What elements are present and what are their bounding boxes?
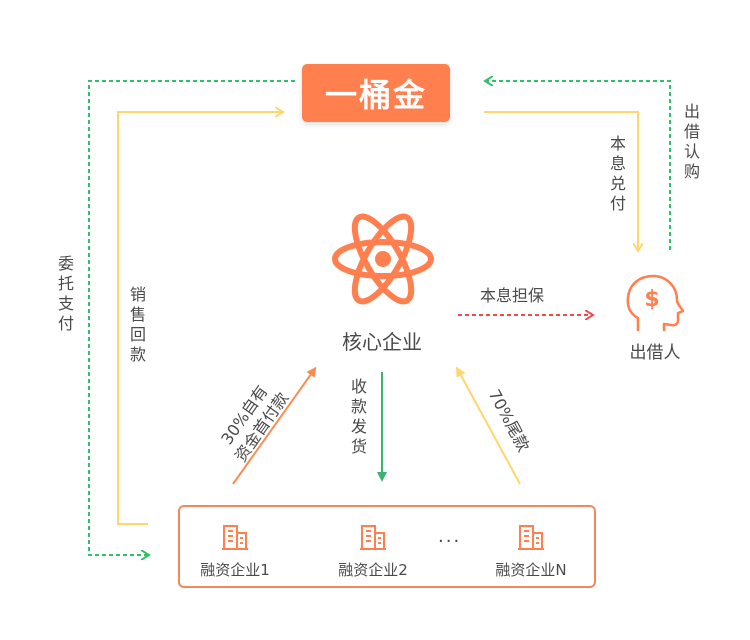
enterprise-label: 融资企业2 <box>338 561 408 579</box>
ellipsis: ··· <box>438 531 462 552</box>
principal-interest-guarantee-label: 本息担保 <box>480 286 545 305</box>
building-icon <box>360 525 386 550</box>
entrusted-payment-line <box>88 80 295 555</box>
logo-box: 一桶金 <box>302 64 450 122</box>
lender-subscription-label: 出借认购 <box>681 103 700 183</box>
person-dollar-icon: $ <box>626 274 685 332</box>
entrusted-payment-label: 委托支付 <box>55 255 74 335</box>
lender-subscription-line <box>486 81 671 250</box>
enterprise-n: 融资企业N <box>476 523 586 580</box>
down-payment-line <box>232 366 317 485</box>
building-icon <box>518 525 544 550</box>
principal-interest-payment-label: 本息兑付 <box>607 135 626 215</box>
enterprise-1: 融资企业1 <box>180 523 290 580</box>
enterprise-2: 融资企业2 <box>318 523 428 580</box>
sales-return-label: 销售回款 <box>127 286 146 366</box>
svg-text:$: $ <box>644 287 659 312</box>
lender-label: 出借人 <box>629 343 681 363</box>
building-icon <box>222 525 248 550</box>
collect-and-ship-label: 收款发货 <box>348 378 367 458</box>
logo-text: 一桶金 <box>324 76 427 114</box>
enterprise-label: 融资企业N <box>495 561 567 579</box>
core-enterprise-label: 核心企业 <box>342 330 422 354</box>
enterprise-label: 融资企业1 <box>200 561 270 579</box>
final-payment-line <box>456 366 521 485</box>
principal-interest-payment-line <box>484 111 638 250</box>
atom-icon <box>332 213 434 305</box>
sales-return-line <box>117 112 282 525</box>
financing-enterprises-box: 融资企业1 融资企业2 ··· 融资企业N <box>178 505 596 588</box>
